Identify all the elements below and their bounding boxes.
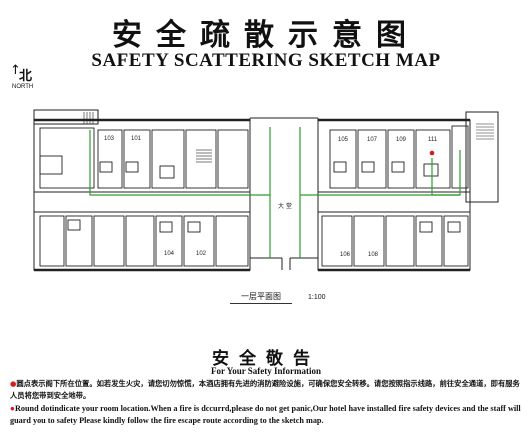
scale-label: 1:100 [308, 294, 326, 301]
floor-plan-title: 一层平面图 [230, 291, 292, 304]
page-title-english: SAFETY SCATTERING SKETCH MAP [91, 50, 441, 71]
notice-text-english: Round dotindicate your room location.Whe… [10, 404, 521, 425]
building-walls [33, 109, 499, 271]
bullet-dot-icon: ● [10, 379, 17, 388]
north-arrow-icon: ↑ [10, 63, 21, 78]
floor-plan: 103 101 105 107 109 111 104 102 106 108 … [33, 109, 499, 272]
left-top-rooms [39, 127, 249, 189]
notice-text-chinese: 圆点表示阁下所在位置。如若发生火灾，请您切勿惊慌，本酒店拥有先进的消防避险设施，… [10, 379, 520, 400]
right-stair-block [465, 111, 499, 203]
stair-icon-right [476, 123, 494, 140]
bullet-dot-icon: ● [10, 404, 15, 413]
notice-title-chinese: 安全敬告 [212, 349, 320, 369]
room-label-103: 103 [104, 136, 115, 142]
lobby-label: 大 堂 [278, 202, 292, 210]
corridor-walls [34, 191, 470, 213]
left-stair-block [33, 109, 99, 125]
room-label-106: 106 [340, 252, 351, 258]
room-label-108: 108 [368, 252, 379, 258]
right-top-rooms [329, 125, 469, 189]
room-label-104: 104 [164, 251, 175, 257]
stair-icon-left [83, 112, 212, 163]
notice-paragraph-english: ●Round dotindicate your room location.Wh… [10, 403, 526, 427]
page-title-chinese: 安全疏散示意图 [112, 18, 420, 53]
evacuation-route [89, 127, 461, 258]
north-indicator: ↑ 北 NORTH [8, 62, 54, 94]
room-label-109: 109 [396, 137, 407, 143]
you-are-here-marker [429, 150, 435, 156]
room-label-111: 111 [428, 137, 438, 143]
notice-paragraph-chinese: ●圆点表示阁下所在位置。如若发生火灾，请您切勿惊慌，本酒店拥有先进的消防避险设施… [10, 378, 526, 402]
room-label-105: 105 [338, 137, 349, 143]
north-label-chinese: 北 [19, 69, 33, 84]
left-bottom-rooms [39, 215, 249, 267]
room-label-107: 107 [367, 137, 378, 143]
notice-title-english: For Your Safety Information [210, 366, 322, 376]
room-label-101: 101 [131, 136, 142, 142]
wall-thickness [34, 118, 470, 272]
right-bottom-rooms [321, 215, 469, 267]
room-label-102: 102 [196, 251, 207, 257]
north-label-english: NORTH [12, 84, 34, 90]
